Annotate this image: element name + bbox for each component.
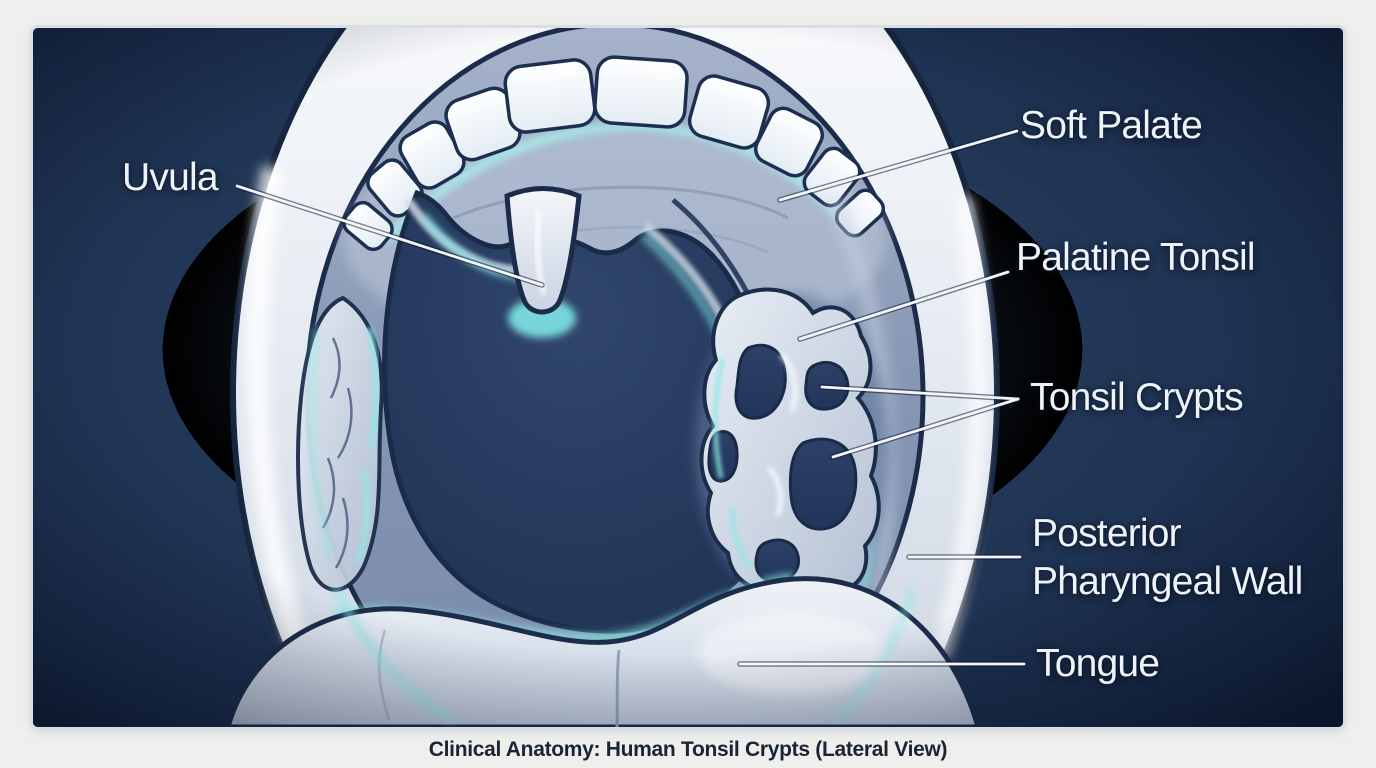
leader-soft-palate	[778, 129, 1019, 202]
figure-panel	[33, 28, 1343, 727]
label-uvula: Uvula	[122, 156, 219, 199]
label-tonsil-crypts: Tonsil Crypts	[1030, 376, 1244, 419]
label-posterior-pharyngeal-wall: Posterior Pharyngeal Wall	[1032, 510, 1303, 606]
leader-lines	[234, 128, 1027, 667]
leader-tonsil-crypt-1	[820, 385, 1020, 401]
label-palatine-tonsil: Palatine Tonsil	[1016, 236, 1256, 279]
label-soft-palate: Soft Palate	[1020, 104, 1203, 147]
label-posterior-line2: Pharyngeal Wall	[1032, 560, 1303, 603]
label-posterior-line1: Posterior	[1032, 512, 1182, 555]
label-tongue: Tongue	[1036, 642, 1160, 685]
figure-caption: Clinical Anatomy: Human Tonsil Crypts (L…	[428, 738, 948, 761]
anatomy-illustration	[33, 28, 1343, 727]
leader-palatine-tonsil	[798, 270, 1010, 341]
leader-tonsil-crypt-2	[831, 397, 1020, 459]
vignette-overlay	[33, 28, 1343, 727]
leader-uvula	[235, 184, 544, 287]
